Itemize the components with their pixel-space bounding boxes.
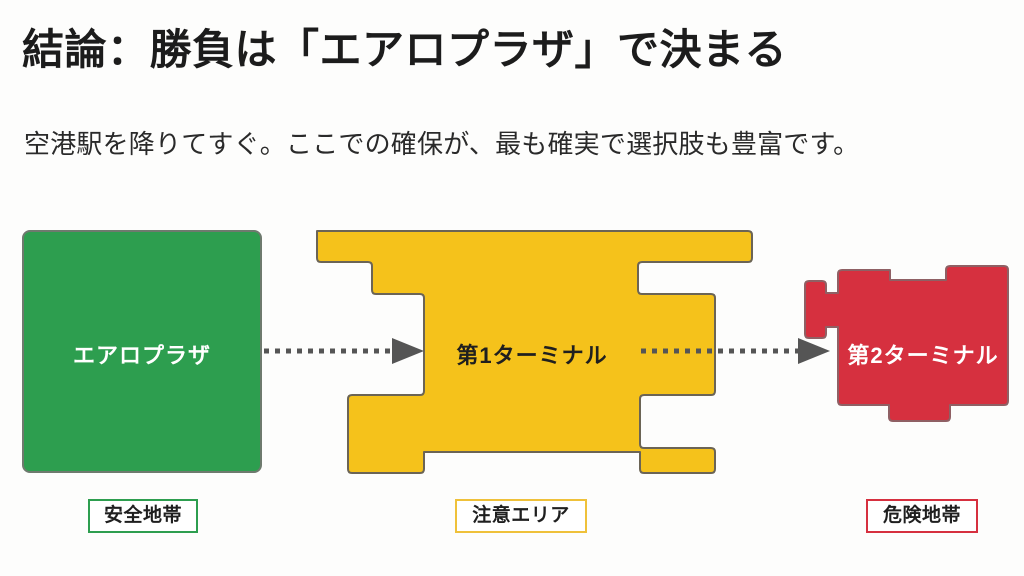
page-subtitle: 空港駅を降りてすぐ。ここでの確保が、最も確実で選択肢も豊富です。	[24, 129, 860, 159]
shape-aero-plaza[interactable]	[22, 230, 262, 473]
connector-terminal1-to-terminal2	[641, 338, 830, 364]
diagram-stage: エアロプラザ 第1ターミナル 第2ターミナル	[0, 205, 1024, 555]
shape-label-terminal-2: 第2ターミナル	[847, 343, 999, 368]
diagram-svg	[22, 230, 1009, 474]
shape-label-aero-plaza: エアロプラザ	[72, 343, 211, 368]
shape-terminal-2[interactable]	[804, 265, 1009, 422]
legend-chip-danger: 危険地帯	[866, 499, 978, 533]
connector-arrowhead	[392, 338, 424, 364]
page-title: 結論：勝負は「エアロプラザ」で決まる	[22, 26, 788, 73]
shape-terminal-1[interactable]	[316, 230, 753, 474]
legend-chip-caution: 注意エリア	[455, 499, 587, 533]
connector-arrowhead	[798, 338, 830, 364]
legend-chip-safe: 安全地帯	[88, 499, 198, 533]
shape-label-terminal-1: 第1ターミナル	[456, 343, 608, 368]
connector-aero-to-terminal1	[264, 338, 424, 364]
